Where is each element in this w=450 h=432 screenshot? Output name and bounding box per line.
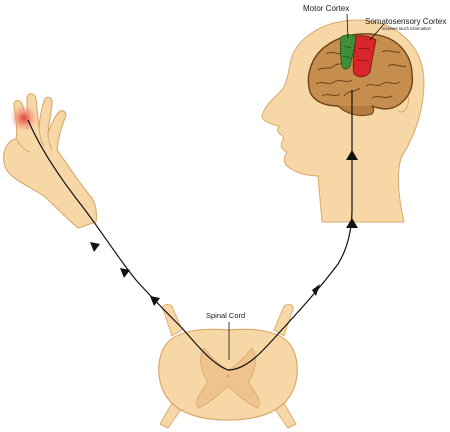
motor-cortex-leader	[346, 13, 349, 39]
cerebellum	[337, 105, 375, 117]
motor-cortex-area	[339, 34, 357, 70]
arrowhead-icon	[312, 284, 320, 296]
somatosensory-cortex-area	[352, 35, 377, 78]
brain-icon	[307, 33, 414, 117]
arrowhead-icon	[90, 242, 100, 252]
touch-point-highlight	[10, 104, 38, 132]
somatosensory-note: receives touch information	[382, 26, 432, 31]
spinal-cord-icon	[158, 303, 298, 429]
somatosensory-cortex-label: Somatosensory Cortex	[365, 17, 446, 26]
arrowhead-icon	[120, 268, 130, 278]
dorsal-root-right	[273, 303, 294, 337]
spinal-cord-label: Spinal Cord	[206, 311, 245, 320]
dorsal-root-left	[162, 303, 183, 337]
pathway-arrows	[90, 150, 358, 306]
arrowhead-icon	[150, 296, 160, 306]
arrowhead-icon	[346, 150, 358, 160]
motor-cortex-label: Motor Cortex	[303, 4, 349, 13]
central-canal	[226, 374, 230, 378]
sensory-pathway-line	[27, 90, 353, 371]
arrowhead-icon	[346, 218, 358, 228]
grey-matter	[196, 347, 260, 409]
somatosensory-leader	[369, 23, 385, 41]
